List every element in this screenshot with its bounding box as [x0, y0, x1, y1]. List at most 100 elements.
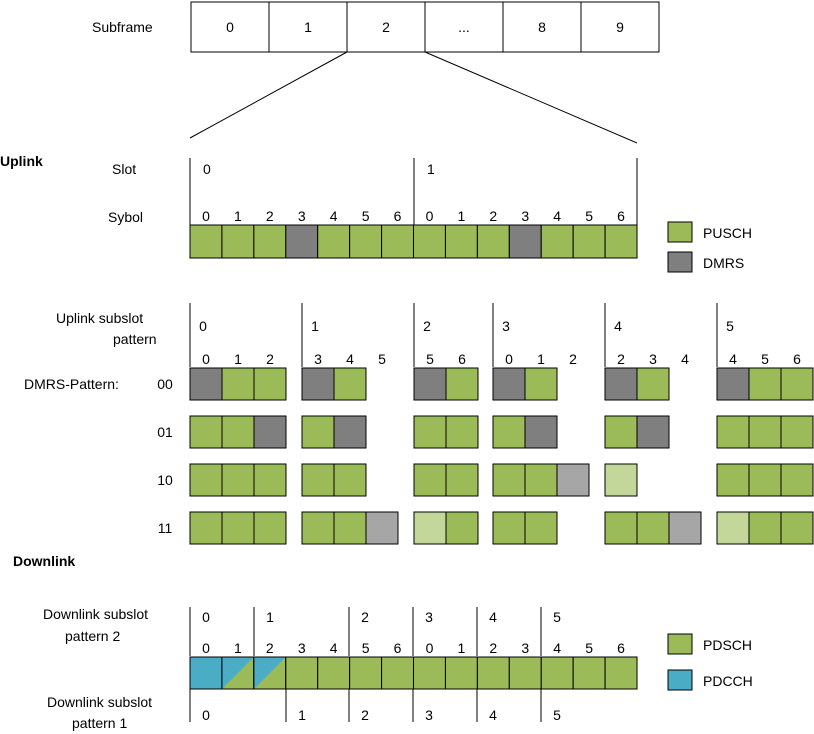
pusch-cell	[221, 463, 255, 497]
dmrs-pattern-code: 00	[157, 376, 173, 392]
uplink-symbol-number: 4	[553, 208, 561, 224]
subframe-cell	[580, 1, 660, 53]
pusch-cell	[492, 463, 526, 497]
pusch-cell	[333, 463, 367, 497]
pusch-light-cell	[413, 511, 447, 545]
dmrs-cell	[253, 415, 287, 449]
dl-pattern1-number: 1	[298, 707, 306, 723]
subframe-cell	[190, 1, 270, 53]
legend-dmrs-swatch	[667, 251, 693, 273]
pdsch-cell	[349, 656, 383, 690]
pusch-cell	[253, 511, 287, 545]
pusch-cell	[413, 415, 447, 449]
pusch-symbol	[253, 224, 287, 259]
downlink-symbol-number: 6	[394, 640, 402, 656]
dl-pattern2-number: 3	[425, 609, 433, 625]
dmrs-light-cell	[365, 511, 399, 545]
pusch-cell	[524, 463, 558, 497]
uplink-symbol-number: 4	[330, 208, 338, 224]
pusch-cell	[445, 367, 479, 401]
dmrs-cell	[524, 415, 558, 449]
dmrs-cell	[413, 367, 447, 401]
subslot-number: 4	[614, 318, 622, 334]
pusch-cell	[301, 415, 335, 449]
pdsch-cell	[413, 656, 446, 690]
pusch-cell	[253, 367, 287, 401]
dl-pattern1-label-line1: Downlink subslot	[47, 694, 152, 710]
pdsch-cell	[381, 656, 415, 690]
pdsch-cell	[285, 656, 319, 690]
pusch-cell	[301, 511, 335, 545]
pusch-cell	[636, 367, 670, 401]
pdcch-triangle	[221, 657, 254, 689]
subslot-symbol-number: 3	[314, 351, 322, 367]
pusch-symbol	[540, 224, 574, 259]
pusch-cell	[445, 463, 479, 497]
dl-pattern2-dividers	[189, 607, 542, 656]
pusch-cell	[748, 367, 782, 401]
subslot-symbol-number: 5	[426, 351, 434, 367]
pusch-cell	[636, 511, 670, 545]
downlink-symbol-number: 0	[426, 640, 434, 656]
dmrs-pattern-code: 10	[157, 472, 173, 488]
dmrs-cell	[301, 367, 335, 401]
downlink-symbol-number: 0	[202, 640, 210, 656]
dmrs-light-cell	[668, 511, 702, 545]
symbol-label: Sybol	[108, 209, 143, 225]
pusch-symbol	[349, 224, 383, 259]
dmrs-light-cell	[556, 463, 590, 497]
downlink-heading: Downlink	[13, 553, 75, 569]
uplink-heading: Uplink	[0, 153, 43, 169]
subslot-symbol-number: 6	[793, 351, 801, 367]
pusch-cell	[333, 511, 367, 545]
pusch-cell	[524, 367, 558, 401]
subslot-symbol-number: 4	[729, 351, 737, 367]
downlink-symbol-number: 4	[330, 640, 338, 656]
dmrs-cell	[492, 367, 526, 401]
pusch-light-cell	[604, 463, 638, 497]
uplink-symbol-number: 3	[298, 208, 306, 224]
uplink-symbol-number: 2	[489, 208, 497, 224]
pusch-cell	[492, 511, 526, 545]
pusch-cell	[301, 463, 335, 497]
dmrs-pattern-code: 11	[158, 520, 173, 536]
pusch-cell	[221, 511, 255, 545]
pdsch-cell	[508, 656, 542, 690]
dmrs-pattern-label: DMRS-Pattern:	[24, 376, 119, 392]
dmrs-symbol	[285, 224, 319, 259]
dl-pattern1-label-line2: pattern 1	[72, 715, 127, 731]
zoom-line-right	[424, 51, 638, 144]
subslot-number: 1	[311, 318, 319, 334]
subslot-number: 5	[726, 318, 734, 334]
dmrs-cell	[636, 415, 670, 449]
subslot-symbol-number: 0	[505, 351, 513, 367]
dl-pattern1-number: 0	[202, 707, 210, 723]
legend-pusch-swatch	[667, 221, 693, 243]
downlink-symbol-number: 4	[553, 640, 561, 656]
pusch-cell	[604, 415, 638, 449]
uplink-symbol-number: 6	[394, 208, 402, 224]
pdcch-triangle	[253, 657, 286, 689]
pusch-cell	[780, 463, 814, 497]
pusch-cell	[189, 511, 223, 545]
dmrs-symbol	[508, 224, 542, 259]
pusch-symbol	[444, 224, 478, 259]
pusch-symbol	[604, 224, 638, 259]
subframe-cell-label: 8	[538, 19, 546, 35]
dl-pattern2-label-line1: Downlink subslot	[43, 606, 148, 622]
dmrs-pattern-code: 01	[157, 424, 173, 440]
subframe-cell	[502, 1, 582, 53]
uplink-symbol-number: 2	[266, 208, 274, 224]
legend-pdsch-swatch	[667, 633, 693, 655]
pdsch-cell	[540, 656, 574, 690]
pdsch-cell	[476, 656, 510, 690]
slot-label: Slot	[112, 161, 136, 177]
pusch-cell	[748, 415, 782, 449]
pusch-cell	[716, 415, 750, 449]
slot-number-1: 1	[427, 161, 435, 177]
legend-dmrs-label: DMRS	[703, 255, 744, 271]
